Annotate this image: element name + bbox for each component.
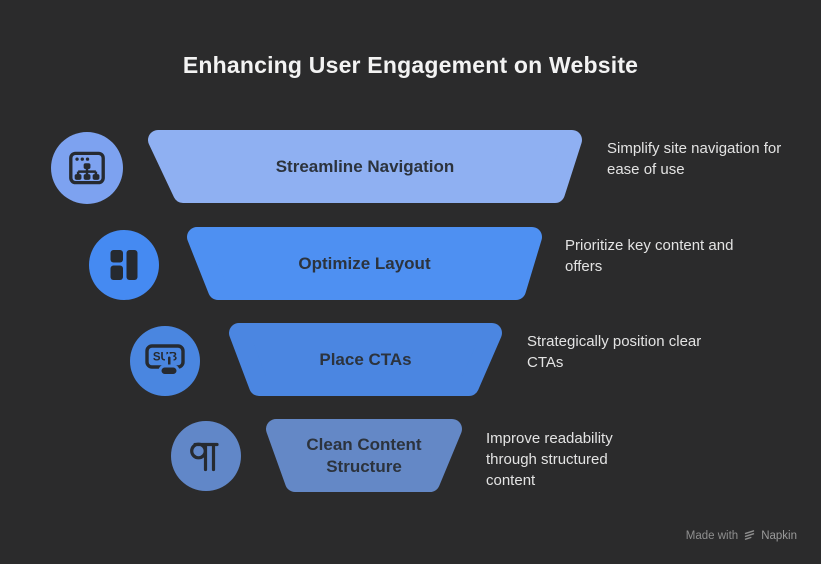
funnel-description: Prioritize key content and offers	[565, 237, 734, 275]
watermark: Made with Napkin	[686, 529, 797, 542]
streamline-navigation-badge	[51, 132, 123, 204]
funnel-description: Improve readability through structured c…	[486, 430, 613, 489]
funnel-segment-clean-content-structure	[266, 419, 462, 492]
watermark-brand: Napkin	[761, 529, 797, 542]
funnel-label: Clean Content Structure	[306, 435, 422, 476]
funnel-segment-streamline-navigation	[148, 130, 582, 203]
funnel-label: Streamline Navigation	[275, 156, 455, 176]
place-ctas-badge: SUB	[130, 326, 200, 396]
funnel-label: Place CTAs	[319, 349, 412, 369]
optimize-layout-badge	[89, 230, 159, 300]
funnel-segment-place-ctas	[229, 323, 502, 396]
watermark-prefix: Made with	[685, 529, 739, 542]
layout-columns-icon	[110, 250, 138, 280]
funnel-label: Optimize Layout	[298, 253, 431, 273]
funnel-description: Simplify site navigation for ease of use	[607, 140, 782, 178]
clean-content-structure-badge	[171, 421, 241, 491]
subscribe-button-icon: SUB	[145, 344, 185, 377]
funnel-segment-optimize-layout	[187, 227, 542, 300]
napkin-logo-icon	[744, 530, 755, 540]
pilcrow-icon	[190, 442, 219, 472]
page-title: Enhancing User Engagement on Website	[182, 52, 639, 78]
browser-sitemap-icon	[69, 151, 105, 185]
funnel-description: Strategically position clear CTAs	[527, 333, 702, 371]
